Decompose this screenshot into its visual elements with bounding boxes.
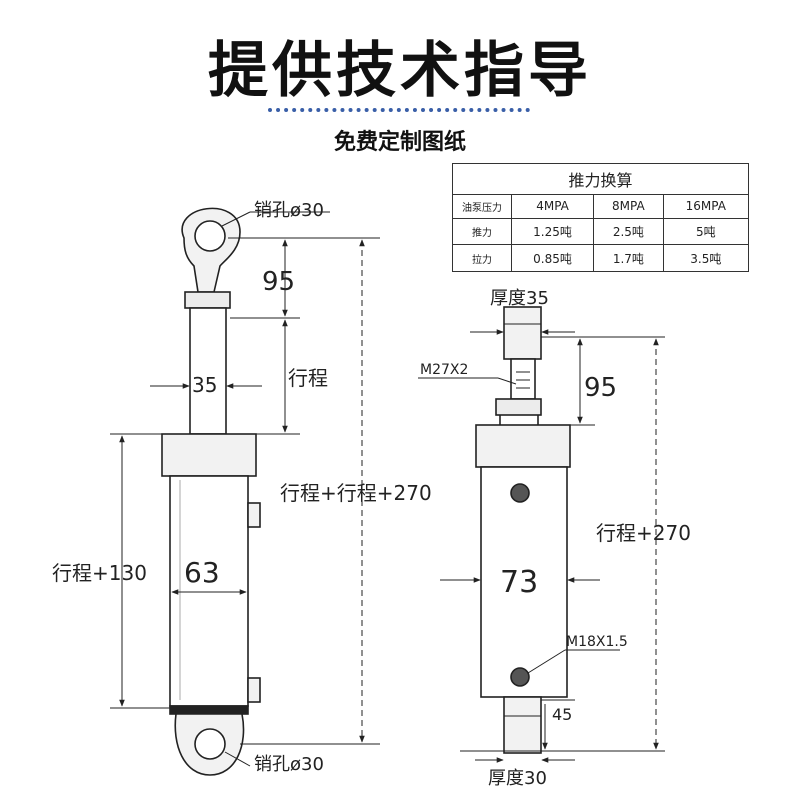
table-title: 推力换算 <box>452 163 749 195</box>
page-subtitle: 免费定制图纸 <box>333 130 466 155</box>
table-cell: 2.5吨 <box>593 217 664 246</box>
rod-nut-right <box>495 398 542 416</box>
table-header-label: 油泵压力 <box>452 194 512 219</box>
oil-port-top-right <box>510 483 530 503</box>
table-row: 推力 1.25吨 2.5吨 5吨 <box>452 217 750 246</box>
top-pin-hole <box>194 220 226 252</box>
bottom-pin-hole <box>194 728 226 760</box>
label-stroke-130: 行程+130 <box>52 561 147 585</box>
label-bore-73: 73 <box>500 565 538 600</box>
label-thickness-30: 厚度30 <box>488 768 547 789</box>
cylinder-head <box>161 433 257 477</box>
bottom-cap <box>169 705 249 715</box>
table-row-label: 拉力 <box>452 244 512 272</box>
right-dimensions <box>418 329 665 763</box>
table-row: 拉力 0.85吨 1.7吨 3.5吨 <box>452 244 750 272</box>
table-cell: 1.25吨 <box>510 217 595 246</box>
label-pin-hole-top: 销孔ø30 <box>254 200 324 221</box>
table-col: 4MPA <box>510 194 595 219</box>
label-pin-hole-bottom: 销孔ø30 <box>254 754 324 775</box>
label-thickness-35: 厚度35 <box>490 288 549 309</box>
table-col: 16MPA <box>662 194 750 219</box>
left-dimensions <box>110 211 380 767</box>
label-bore-63: 63 <box>184 556 220 589</box>
oil-port-bottom-right <box>510 667 530 687</box>
table-col: 8MPA <box>593 194 664 219</box>
table-cell: 1.7吨 <box>593 244 664 272</box>
label-m27x2: M27X2 <box>420 362 468 378</box>
table-cell: 3.5吨 <box>662 244 750 272</box>
oil-port-upper <box>247 502 261 528</box>
dotted-divider <box>268 108 530 112</box>
cylinder-barrel-right <box>480 466 568 698</box>
piston-rod <box>189 307 227 435</box>
table-cell: 0.85吨 <box>510 244 595 272</box>
thrust-conversion-table: 推力换算 油泵压力 4MPA 8MPA 16MPA 推力 1.25吨 2.5吨 … <box>452 163 750 272</box>
label-95-right: 95 <box>584 373 617 403</box>
label-stroke: 行程 <box>288 366 328 390</box>
right-cylinder <box>475 306 571 754</box>
label-stroke-total: 行程+行程+270 <box>280 481 432 505</box>
label-rod-35: 35 <box>192 373 217 397</box>
label-45: 45 <box>552 705 572 724</box>
table-row-label: 推力 <box>452 217 512 246</box>
table-cell: 5吨 <box>662 217 750 246</box>
threaded-stub <box>510 358 536 400</box>
bottom-tab <box>503 696 542 754</box>
label-95-left: 95 <box>262 267 295 297</box>
oil-port-lower <box>247 677 261 703</box>
top-tab <box>503 306 542 360</box>
label-m18x1-5: M18X1.5 <box>566 634 628 650</box>
rod-nut <box>184 291 231 309</box>
table-header-row: 油泵压力 4MPA 8MPA 16MPA <box>452 194 750 219</box>
label-stroke-270: 行程+270 <box>596 521 691 545</box>
cylinder-barrel <box>169 475 249 707</box>
left-cylinder <box>161 207 261 776</box>
cylinder-head-right <box>475 424 571 468</box>
page-title: 提供技术指导 <box>208 36 592 106</box>
